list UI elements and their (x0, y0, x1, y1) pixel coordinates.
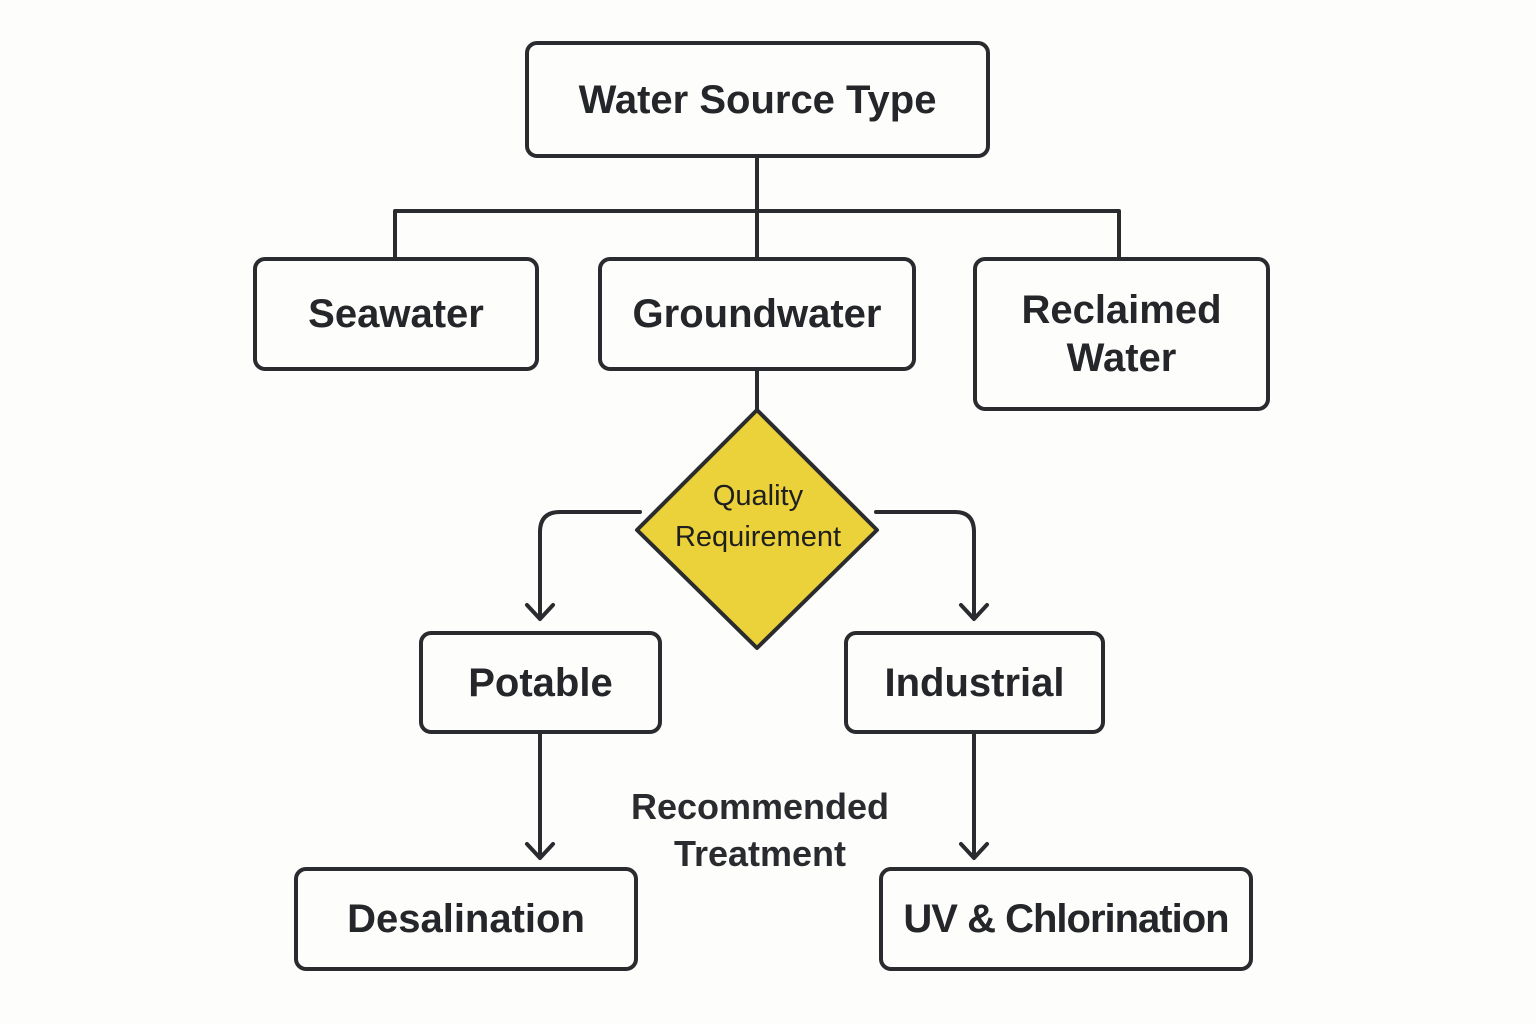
decision-label: Quality Requirement (674, 480, 842, 553)
node-uv-chlorination: UV & Chlorination (879, 867, 1253, 971)
node-water-source-type: Water Source Type (525, 41, 990, 158)
arrowhead-desalination (525, 842, 555, 860)
node-label: Seawater (308, 292, 484, 336)
decision-diamond (635, 408, 879, 650)
node-label: UV & Chlorination (903, 897, 1229, 941)
node-label: Water Source Type (578, 77, 937, 122)
node-label: Industrial (884, 660, 1065, 705)
node-label: Desalination (347, 897, 585, 941)
arrowhead-potable (525, 603, 555, 621)
node-label: Potable (468, 660, 613, 705)
arrowhead-uv (959, 842, 989, 860)
node-industrial: Industrial (844, 631, 1105, 734)
node-desalination: Desalination (294, 867, 638, 971)
node-reclaimed-water: Reclaimed Water (973, 257, 1270, 411)
node-potable: Potable (419, 631, 662, 734)
connector-decision-potable (538, 510, 642, 620)
arrowhead-industrial (959, 603, 989, 621)
node-label: Reclaimed Water (1021, 288, 1222, 380)
node-label: Groundwater (632, 292, 882, 336)
annotation-recommended-treatment: Recommended Treatment (630, 786, 890, 874)
node-seawater: Seawater (253, 257, 539, 371)
connector-decision-industrial (874, 510, 976, 620)
node-groundwater: Groundwater (598, 257, 916, 371)
